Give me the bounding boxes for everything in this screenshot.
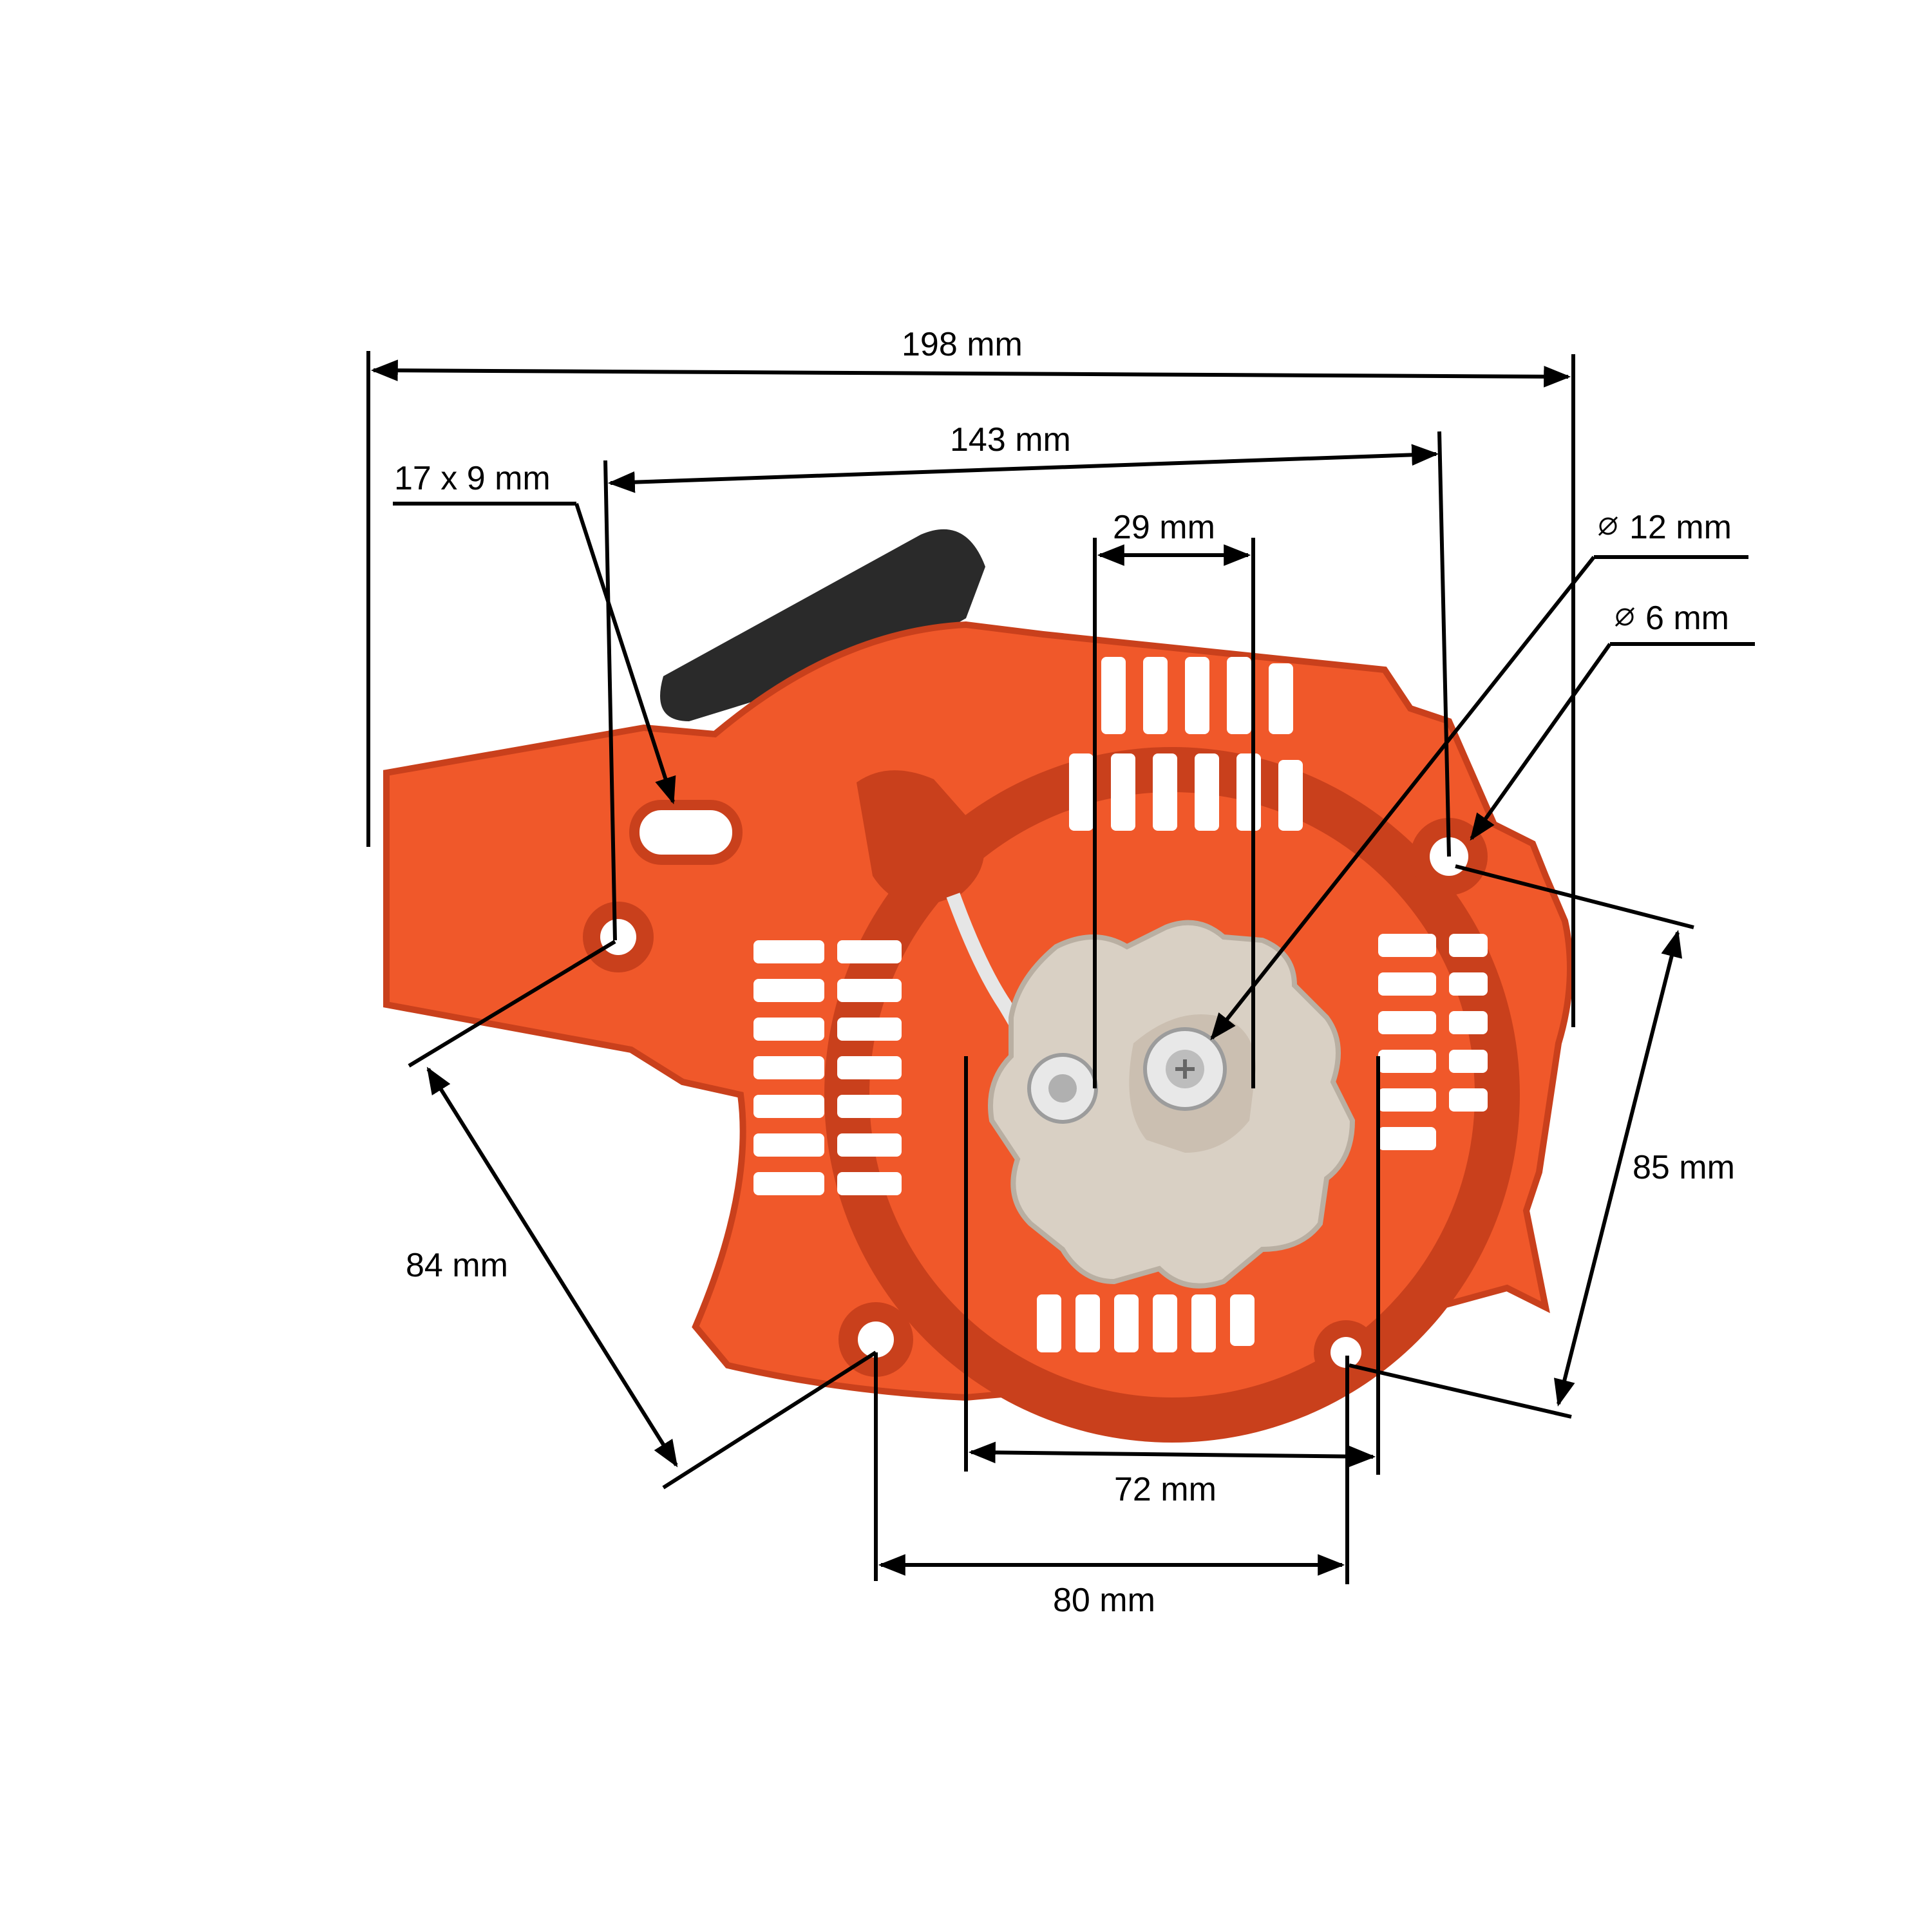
label-overall-width: 198 mm: [902, 326, 1023, 363]
mounting-slot: [629, 800, 743, 865]
label-large-hole: 12 mm: [1598, 509, 1732, 546]
label-bottom-span: 80 mm: [1053, 1582, 1155, 1619]
dimension-lines: [366, 351, 1755, 1584]
ext-line-span-left: [603, 460, 617, 941]
diameter-icon: [1615, 607, 1635, 627]
vent-grille-right: [1378, 934, 1488, 1150]
vent-grille-top: [1069, 657, 1303, 831]
label-pulley-offset: 29 mm: [1113, 509, 1215, 546]
label-pulley-span: 72 mm: [1114, 1471, 1217, 1508]
ext-line-diag-left-top: [408, 940, 616, 1068]
ext-line-diag-right-top: [1455, 864, 1694, 929]
mounting-boss-left: [583, 902, 654, 972]
diameter-icon: [1598, 516, 1618, 536]
label-right-diagonal: 85 mm: [1633, 1149, 1735, 1186]
ext-line-diag-left-bottom: [662, 1350, 877, 1490]
rope-grommet: [857, 770, 985, 908]
center-screw-washer: [1143, 1027, 1227, 1111]
mounting-boss-bottom-left: [838, 1302, 913, 1377]
dimension-labels: 198 mm 143 mm 17 x 9 mm 29 mm 12 mm 6 mm…: [394, 326, 1735, 1619]
dim-line-pulley-span: [968, 1441, 1376, 1468]
label-left-diagonal: 84 mm: [406, 1247, 508, 1284]
leader-slot: [574, 503, 676, 804]
recoil-starter-housing: [383, 529, 1573, 1443]
leader-small-hole: [1470, 643, 1612, 841]
leader-large-hole: [1210, 556, 1596, 1041]
ext-line-diag-right-bottom: [1349, 1363, 1572, 1419]
vent-grille-bottom: [1037, 1294, 1255, 1352]
dim-line-diag-right: [1553, 929, 1683, 1407]
label-mount-span: 143 mm: [950, 421, 1071, 459]
starter-handle: [660, 529, 985, 721]
svg-text:6 mm: 6 mm: [1645, 600, 1729, 637]
ext-line-span-right: [1437, 431, 1451, 857]
dim-line-diag-left: [426, 1066, 678, 1468]
dim-line-span: [607, 444, 1439, 493]
svg-text:12 mm: 12 mm: [1629, 509, 1732, 546]
label-small-hole: 6 mm: [1615, 600, 1729, 637]
label-slot-size: 17 x 9 mm: [394, 460, 551, 497]
dim-line-overall: [370, 359, 1571, 388]
rope-washer: [1027, 1053, 1098, 1124]
vent-grille-left: [753, 940, 902, 1195]
